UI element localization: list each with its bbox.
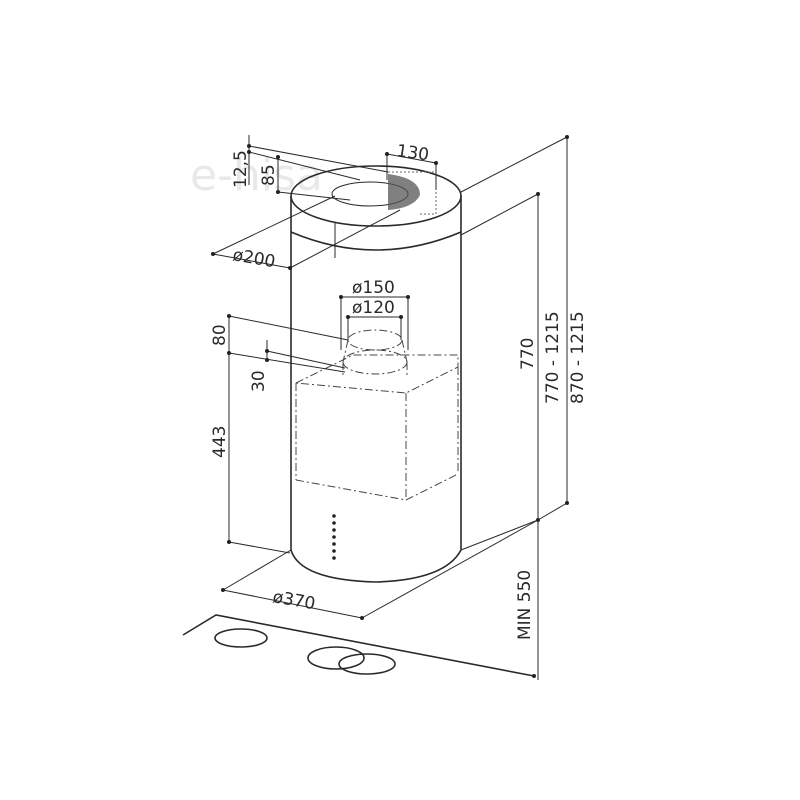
control-buttons [332, 514, 336, 560]
hood-body [290, 165, 462, 583]
dim-770-1215: 770 - 1215 [543, 311, 563, 404]
dim-80: 80 [210, 324, 230, 346]
hob-countertop [182, 614, 535, 677]
dim-left-heights: 80 30 443 [210, 314, 349, 554]
dim-chimney-diameter: ø200 [211, 195, 401, 272]
dim-top-offsets: 12,5 85 [231, 135, 389, 201]
grille-mesh [388, 171, 437, 215]
dim-grille-width: 130 [385, 141, 438, 190]
dim-body-diameter: ø370 [221, 519, 539, 620]
dim-d200: ø200 [231, 245, 277, 272]
dim-870-1215: 870 - 1215 [568, 311, 588, 404]
motor-box [294, 354, 459, 501]
dim-d150: ø150 [352, 278, 395, 298]
outlet-collar [342, 329, 408, 375]
dim-85: 85 [259, 164, 279, 186]
dim-right-heights: 770 770 - 1215 870 - 1215 [460, 135, 588, 680]
dim-min-hob-distance: MIN 550 [515, 520, 539, 678]
dim-30: 30 [249, 370, 269, 392]
dim-d370: ø370 [271, 587, 317, 614]
dim-443: 443 [210, 426, 230, 458]
dim-min-550: MIN 550 [515, 570, 535, 640]
dim-130: 130 [395, 141, 430, 165]
dim-12-5: 12,5 [231, 150, 251, 188]
dim-outlet-diameters: ø150 ø120 [339, 278, 410, 350]
dim-d120: ø120 [352, 298, 395, 318]
watermark: e-hisa [190, 150, 323, 201]
dim-770: 770 [518, 338, 538, 370]
